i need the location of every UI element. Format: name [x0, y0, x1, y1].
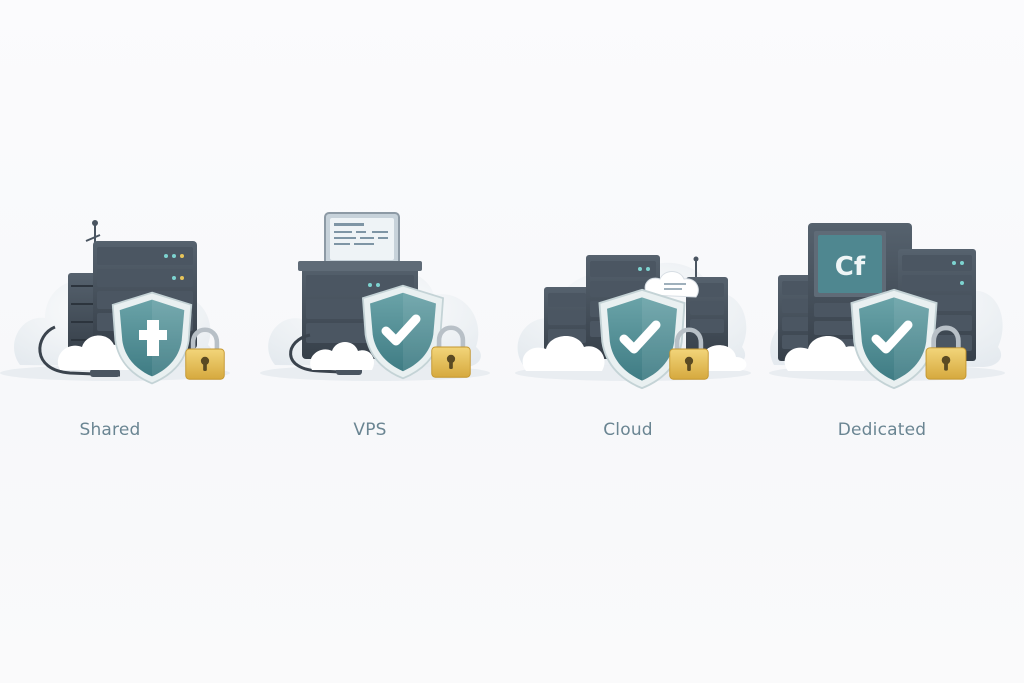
- dedicated-monitor-text: Cf: [835, 252, 866, 282]
- cloud-hosting-illustration: [515, 255, 751, 390]
- vps-hosting-illustration: [260, 212, 490, 381]
- hosting-card-dedicated: Cf Dedicated: [762, 195, 1005, 455]
- dedicated-hosting-illustration: Cf: [769, 223, 1005, 390]
- hosting-label-vps: VPS: [353, 420, 387, 440]
- shared-hosting-illustration: [0, 220, 230, 385]
- hosting-label-shared: Shared: [79, 420, 141, 440]
- hosting-card-cloud: Cloud: [508, 195, 751, 455]
- hosting-label-dedicated: Dedicated: [837, 420, 927, 440]
- hosting-card-shared: Shared: [0, 195, 230, 455]
- hosting-label-cloud: Cloud: [603, 420, 653, 440]
- hosting-card-vps: VPS: [250, 195, 490, 455]
